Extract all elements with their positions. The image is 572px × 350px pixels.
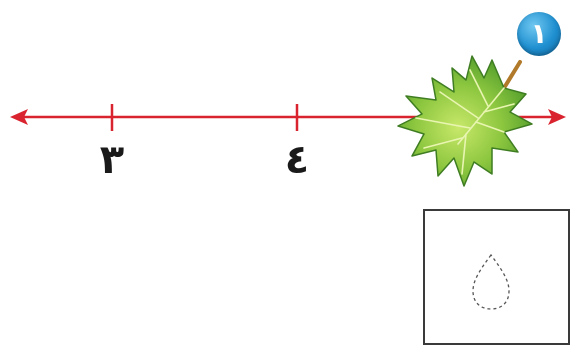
maple-leaf-icon xyxy=(397,55,533,187)
answer-box[interactable] xyxy=(423,209,570,345)
dashed-drop-outline-icon xyxy=(472,253,510,310)
tick-label-3: ٣ xyxy=(99,137,125,183)
exercise-number-badge: ١ xyxy=(517,12,561,56)
left-arrow-icon xyxy=(10,109,28,125)
right-arrow-icon xyxy=(548,109,566,125)
tick-label-4: ٤ xyxy=(284,137,310,183)
